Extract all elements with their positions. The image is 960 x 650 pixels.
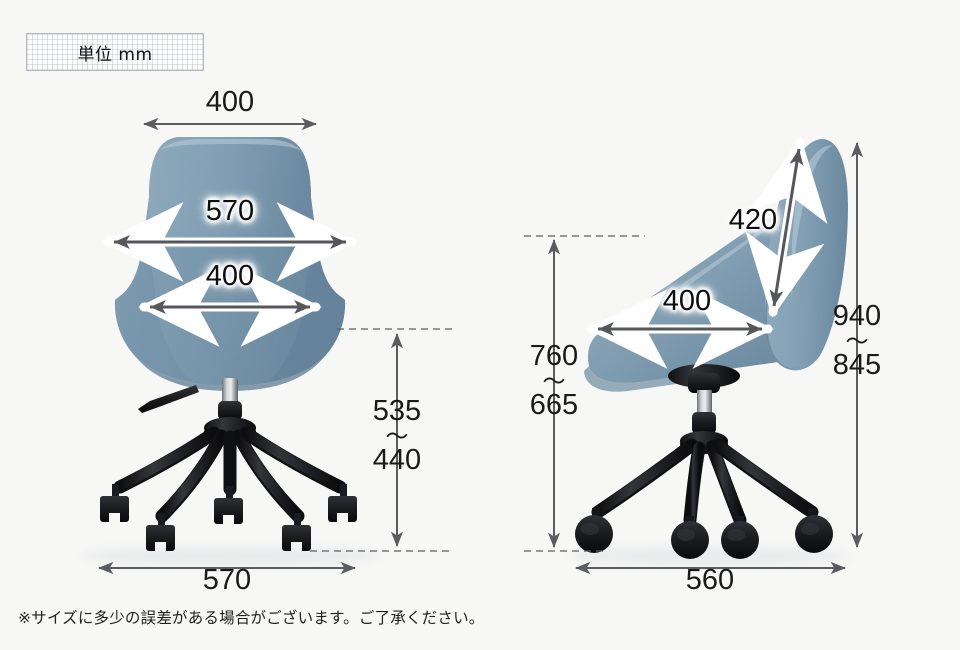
caster [100,484,129,522]
dim-label-side-back-height: 420 [728,204,778,236]
dim-label-front-seat-width: 400 [205,260,255,292]
dim-label-side-seat-height: 760 ～ 665 [509,340,599,422]
disclaimer-note: ※サイズに多少の誤差がある場合がございます。ご了承ください。 [18,609,485,627]
caster [282,513,311,551]
dim-label-side-seat-depth: 400 [662,285,712,317]
dim-label-front-seat-height-max: 535 [372,395,422,427]
dimension-lines [98,117,864,575]
tilde-icon: ～ [845,327,869,354]
unit-badge: 単位 mm [26,33,204,71]
dim-label-front-seat-height: 535 ～ 440 [352,395,442,477]
side-view-chair [570,139,850,566]
caster [214,486,243,524]
caster [146,513,175,551]
tilde-icon: ～ [542,367,566,394]
dim-label-side-overall-height-min: 845 [832,349,882,382]
dim-label-side-base-depth: 560 [685,564,735,596]
dim-label-front-overall-width: 570 [205,195,255,227]
caster [671,516,709,559]
caster [575,508,613,553]
tilde-icon: ～ [385,422,409,449]
dim-label-side-seat-height-min: 665 [529,389,579,422]
dim-label-front-seat-height-min: 440 [372,444,422,477]
dim-line-side-back-height [745,137,828,318]
caster [328,484,357,522]
dim-label-side-seat-height-max: 760 [529,340,579,372]
dim-label-side-overall-height-max: 940 [832,300,882,332]
dim-label-front-top-width: 400 [205,86,255,118]
unit-badge-label: 単位 mm [77,44,153,65]
caster [721,516,759,559]
caster [795,508,833,553]
dim-label-side-overall-height: 940 ～ 845 [812,300,902,382]
extension-line [524,235,645,552]
dim-label-front-base-width: 570 [202,564,252,596]
